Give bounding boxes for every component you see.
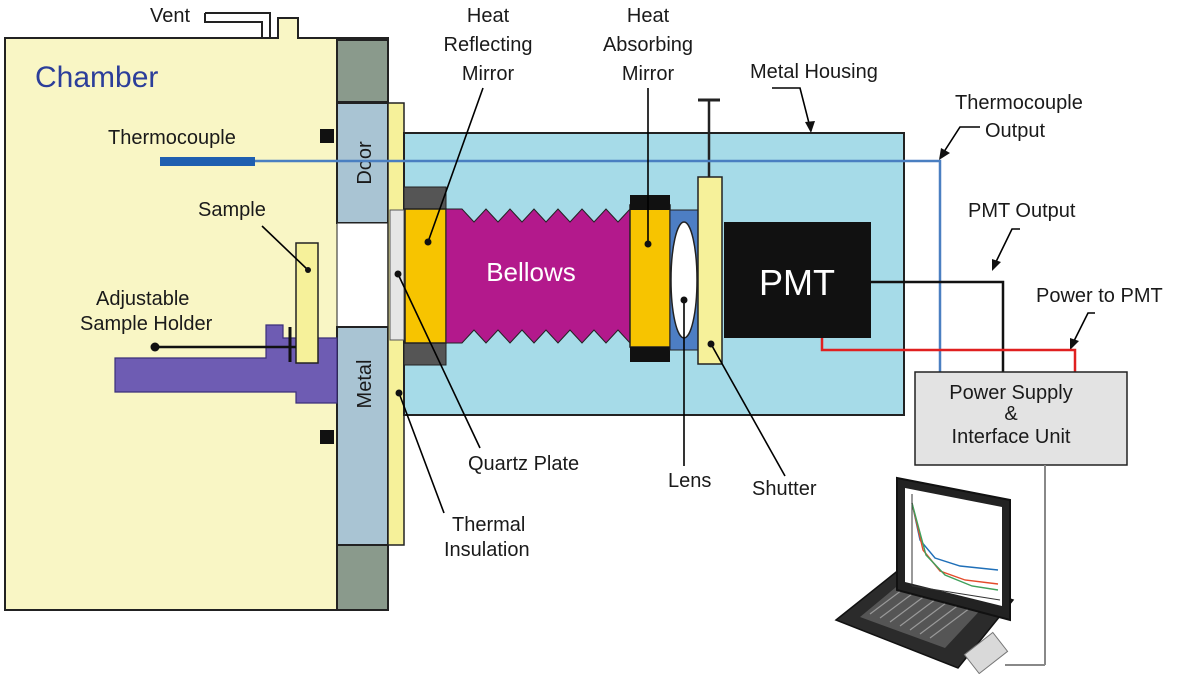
shutter-leader xyxy=(710,343,786,477)
laptop-screen-curve-2 xyxy=(911,502,999,585)
power-to-pmt-label: Power to PMT xyxy=(1036,285,1163,307)
lens-label: Lens xyxy=(668,470,711,492)
power-supply-label-2: & xyxy=(1004,403,1018,425)
thermocouple-probe xyxy=(160,157,255,166)
power-supply-label-3: Interface Unit xyxy=(952,426,1071,448)
holder-knob xyxy=(150,342,160,352)
vent-label: Vent xyxy=(150,5,190,27)
adjustable-sample-holder xyxy=(114,324,338,404)
heat-absorbing-label-3: Mirror xyxy=(622,63,675,85)
thermocouple-output-label-2: Output xyxy=(985,120,1045,142)
pmt-output-wire xyxy=(871,280,1005,372)
thermal-insulation-leader xyxy=(398,392,445,514)
pmt-output-arrowhead xyxy=(992,259,1001,271)
sample-leader-dot xyxy=(305,267,311,273)
adjustable-holder-label-2: Sample Holder xyxy=(80,313,213,335)
metal-housing-label: Metal Housing xyxy=(750,61,878,83)
shutter xyxy=(697,176,723,365)
bellows-label: Bellows xyxy=(486,257,576,287)
quartz-plate-leader xyxy=(397,273,481,449)
heat-reflecting-label-1: Heat xyxy=(467,5,510,27)
heat-absorbing-label-2: Absorbing xyxy=(603,34,693,56)
flange-top xyxy=(403,186,447,210)
absorbing-mirror-cap-top xyxy=(630,195,670,210)
laptop-screen-xaxis xyxy=(911,585,1001,601)
heat-reflecting-label-2: Reflecting xyxy=(444,34,533,56)
thermocouple-wire xyxy=(255,159,942,372)
quartz-plate-label: Quartz Plate xyxy=(468,453,579,475)
thermal-insulation-label-2: Insulation xyxy=(444,539,530,561)
heat-absorbing-label-1: Heat xyxy=(627,5,670,27)
metal-block xyxy=(336,326,389,546)
pmt-label: PMT xyxy=(759,262,835,303)
thermocouple-output-label-1: Thermocouple xyxy=(955,92,1083,114)
thermocouple-output-leader xyxy=(939,126,980,159)
laptop-screen-curve-3 xyxy=(911,502,999,591)
laptop-port xyxy=(963,631,1009,674)
adjustable-holder-label-1: Adjustable xyxy=(96,288,189,310)
shutter-leader-dot xyxy=(707,340,715,348)
power-wire xyxy=(820,338,1077,372)
thermal-insulation-label-1: Thermal xyxy=(452,514,525,536)
metal-label: Metal xyxy=(354,360,376,409)
heat-reflecting-leader-dot xyxy=(424,238,432,246)
door-stud-top xyxy=(320,129,334,143)
thermocouple-label: Thermocouple xyxy=(108,127,236,149)
heat-absorbing-leader-dot xyxy=(644,240,652,248)
laptop-keyboard-keys xyxy=(869,583,971,639)
door-stud-bottom xyxy=(320,430,334,444)
sample-label: Sample xyxy=(198,199,266,221)
laptop xyxy=(834,476,1015,674)
thermocouple-output-arrowhead xyxy=(939,148,950,160)
absorbing-mirror-cap-bottom xyxy=(630,347,670,362)
sample xyxy=(295,242,319,364)
power-supply-unit xyxy=(914,371,1128,466)
door-label: Door xyxy=(354,141,376,185)
thermal-insulation-leader-dot xyxy=(395,389,403,397)
wall-block-top xyxy=(336,39,389,103)
lens-leader-dot xyxy=(680,296,688,304)
laptop-screen xyxy=(905,488,1002,606)
heat-reflecting-mirror xyxy=(404,208,447,344)
power-supply-label-1: Power Supply xyxy=(949,382,1072,404)
heat-reflecting-leader xyxy=(427,87,484,243)
vent xyxy=(204,12,271,38)
chamber-body xyxy=(4,17,389,611)
quartz-plate-leader-dot xyxy=(394,270,402,278)
sample-leader xyxy=(261,225,309,271)
pmt-output-label: PMT Output xyxy=(968,200,1076,222)
power-to-pmt-arrowhead xyxy=(1070,338,1079,350)
heat-reflecting-label-3: Mirror xyxy=(462,63,515,85)
heat-absorbing-mirror xyxy=(629,204,671,348)
power-to-pmt-leader xyxy=(1070,312,1095,348)
chamber-label: Chamber xyxy=(35,61,158,94)
pmt-output-leader xyxy=(992,228,1020,269)
metal-housing-leader xyxy=(772,87,812,132)
chamber-opening xyxy=(336,222,389,328)
pmt-block xyxy=(724,222,871,338)
metal-housing-arrowhead xyxy=(805,121,815,133)
wall-block-bottom xyxy=(336,544,389,611)
shutter-label: Shutter xyxy=(752,478,817,500)
